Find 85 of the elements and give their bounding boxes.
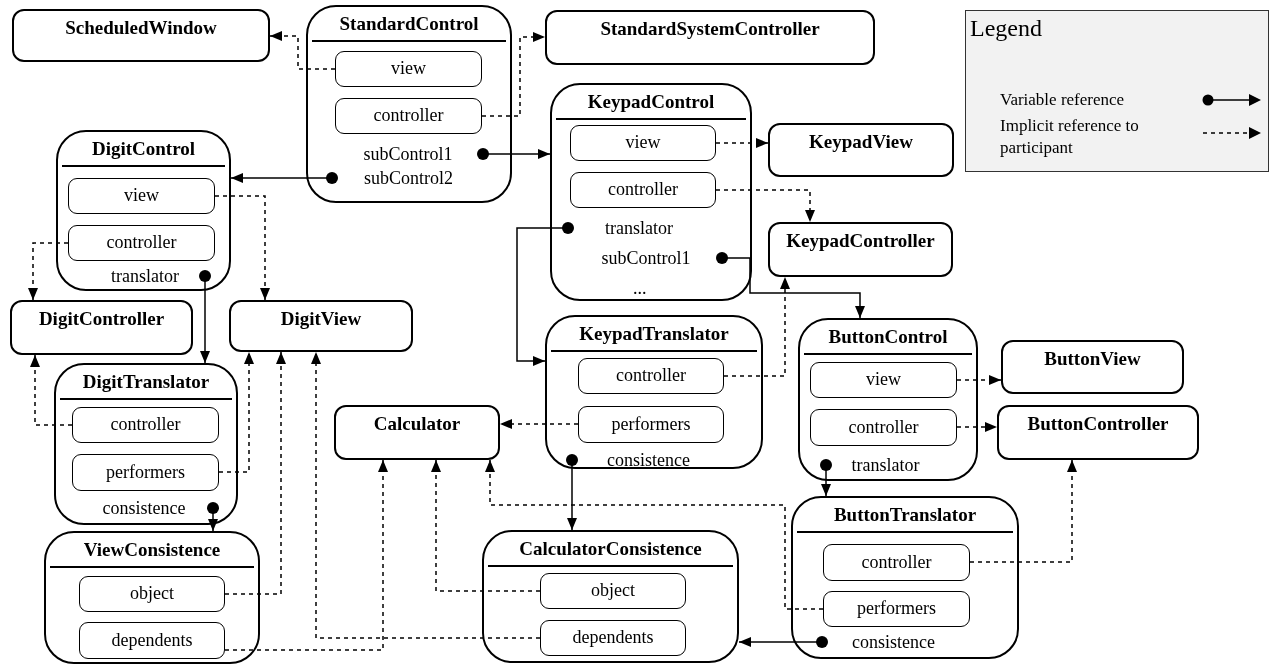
class-box: ScheduledWindow xyxy=(12,9,270,62)
arrow xyxy=(207,502,219,532)
field-box: view xyxy=(68,178,215,214)
class-title: ButtonTranslator xyxy=(797,498,1013,533)
class-box xyxy=(306,5,512,203)
arrow xyxy=(820,459,832,497)
class-box: KeypadView xyxy=(768,123,954,177)
arrow xyxy=(738,636,828,648)
class-title: CalculatorConsistence xyxy=(488,532,733,567)
class-box: ButtonView xyxy=(1001,340,1184,394)
field-box: view xyxy=(810,362,957,398)
class-box: StandardSystemController xyxy=(545,10,875,65)
arrow xyxy=(516,222,574,366)
class-box: DigitView xyxy=(229,300,413,352)
dashed-arrow xyxy=(214,195,270,301)
class-box: Calculator xyxy=(334,405,500,460)
field-box: view xyxy=(570,125,716,161)
arrow xyxy=(477,148,551,160)
dashed-arrow xyxy=(30,354,73,426)
class-box: KeypadController xyxy=(768,222,953,277)
dashed-arrow xyxy=(431,459,541,592)
legend-heading: Legend xyxy=(970,15,1042,42)
dashed-arrow xyxy=(224,351,286,595)
class-title: DigitControl xyxy=(62,132,225,167)
field-box: controller xyxy=(570,172,716,208)
class-title: ViewConsistence xyxy=(50,533,254,568)
ellipsis-text: ... xyxy=(633,278,647,299)
class-box xyxy=(44,531,260,664)
dashed-arrow xyxy=(269,31,336,70)
variable-label: consistence xyxy=(822,631,955,653)
arrow xyxy=(566,454,578,531)
field-box: controller xyxy=(578,358,724,394)
legend-label: Variable reference xyxy=(1000,89,1126,111)
dashed-arrow xyxy=(715,138,769,148)
dashed-arrow xyxy=(723,276,790,377)
dashed-arrow xyxy=(28,242,69,301)
field-box: controller xyxy=(810,409,957,446)
class-box xyxy=(798,318,978,481)
dashed-arrow xyxy=(969,459,1077,563)
dashed-arrow xyxy=(218,351,254,473)
class-box: ButtonController xyxy=(997,405,1199,460)
arrow xyxy=(199,270,211,364)
dashed-arrow xyxy=(311,351,541,639)
dashed-arrow xyxy=(956,375,1002,385)
class-box: DigitController xyxy=(10,300,193,355)
variable-label: translator xyxy=(568,217,700,239)
class-box xyxy=(54,363,238,525)
variable-label: subControl1 xyxy=(580,247,722,269)
dashed-arrow xyxy=(499,419,579,429)
field-box: dependents xyxy=(79,622,225,659)
field-box: performers xyxy=(72,454,219,491)
field-box: controller xyxy=(335,98,482,134)
class-title: KeypadTranslator xyxy=(551,317,757,352)
dashed-arrow xyxy=(481,32,546,117)
variable-label: subControl1 xyxy=(343,143,483,165)
dashed-arrow xyxy=(485,459,824,610)
field-box: object xyxy=(79,576,225,612)
class-title: StandardControl xyxy=(312,7,506,42)
dashed-arrow xyxy=(715,189,815,223)
class-box xyxy=(482,530,739,663)
arrow xyxy=(716,252,865,319)
variable-label: subControl2 xyxy=(332,167,475,189)
field-box: performers xyxy=(823,591,970,627)
arrow xyxy=(230,172,338,184)
field-box: controller xyxy=(823,544,970,581)
field-box: object xyxy=(540,573,686,609)
field-box: performers xyxy=(578,406,724,443)
dashed-arrow xyxy=(224,459,388,651)
class-title: ButtonControl xyxy=(804,320,972,355)
variable-label: translator xyxy=(95,265,205,287)
class-box xyxy=(791,496,1019,659)
field-box: view xyxy=(335,51,482,87)
variable-label: consistence xyxy=(572,449,715,471)
field-box: controller xyxy=(72,407,219,443)
class-box xyxy=(550,83,752,301)
variable-label: consistence xyxy=(85,497,213,519)
class-box xyxy=(56,130,231,291)
legend-label: Implicit reference to participant xyxy=(1000,115,1140,159)
field-box: controller xyxy=(68,225,215,261)
dashed-arrow xyxy=(956,422,998,432)
class-title: KeypadControl xyxy=(556,85,746,120)
class-box xyxy=(545,315,763,469)
class-title: DigitTranslator xyxy=(60,365,232,400)
field-box: dependents xyxy=(540,620,686,656)
variable-label: translator xyxy=(826,454,935,476)
